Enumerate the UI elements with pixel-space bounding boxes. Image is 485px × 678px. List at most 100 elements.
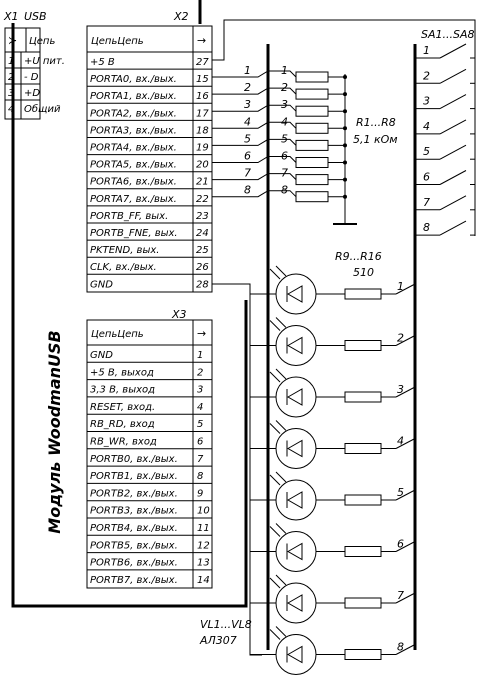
resistor-in bbox=[295, 122, 329, 134]
x2-pin-number: 23 bbox=[196, 211, 209, 222]
x2-pin-number: 24 bbox=[196, 228, 209, 239]
led-triangle bbox=[286, 336, 303, 355]
x1-pin-label: Общий bbox=[24, 103, 61, 115]
x2-pin-number: 18 bbox=[196, 125, 209, 136]
x3-pin-label: PORTB5, вх./вых. bbox=[90, 540, 178, 551]
led-body bbox=[275, 634, 317, 675]
port-a-line-number: 8 bbox=[244, 184, 251, 197]
junction-dot bbox=[343, 92, 347, 97]
x1-table bbox=[4, 27, 41, 120]
x3-pin-number: 1 bbox=[197, 350, 203, 361]
junction-dot bbox=[343, 194, 347, 199]
resistor-in-number: 7 bbox=[281, 167, 288, 180]
switch-number: 2 bbox=[423, 69, 430, 82]
junction-dot bbox=[343, 75, 347, 79]
led-number: 4 bbox=[397, 435, 404, 448]
led-arrow bbox=[269, 423, 281, 434]
x1-pin-label: +U пит. bbox=[24, 56, 65, 67]
x1-pin-number: 1 bbox=[8, 56, 14, 67]
vl-part: АЛ307 bbox=[199, 634, 237, 647]
switch-number: 7 bbox=[423, 196, 430, 209]
resistor-led bbox=[344, 597, 382, 609]
x2-pin-label: PORTA5, вх./вых. bbox=[90, 160, 177, 171]
led-triangle bbox=[286, 594, 303, 612]
x2-pin-label: PORTA2, вх./вых. bbox=[90, 108, 177, 119]
led-triangle bbox=[286, 542, 303, 561]
port-a-line-number: 5 bbox=[244, 132, 251, 145]
x2-pin-number: 25 bbox=[196, 245, 209, 256]
x2-pin-label: PORTA0, вх./вых. bbox=[90, 74, 177, 85]
resistor-in bbox=[295, 157, 329, 168]
led-triangle bbox=[286, 439, 303, 458]
x2-pin-label: PORTA6, вх./вых. bbox=[90, 177, 177, 188]
led-number: 5 bbox=[397, 486, 404, 499]
port-a-wire bbox=[212, 156, 297, 163]
x2-pin-label: PORTA7, вх./вых. bbox=[90, 194, 177, 205]
resistor-led bbox=[344, 391, 382, 403]
switch-blade bbox=[439, 195, 467, 211]
x2-pin-label: +5 В bbox=[90, 57, 115, 68]
led-arrow bbox=[269, 268, 281, 280]
x3-pin-label: RESET, вход. bbox=[90, 402, 155, 413]
led-body bbox=[275, 428, 317, 469]
led-number: 2 bbox=[397, 332, 404, 345]
switch-blade bbox=[439, 220, 467, 236]
led-body bbox=[275, 582, 317, 624]
x2-pin-number: 21 bbox=[196, 177, 209, 188]
switch-number: 3 bbox=[423, 95, 430, 108]
led-triangle bbox=[286, 285, 303, 303]
led-arrow bbox=[269, 371, 281, 383]
led-arrow bbox=[275, 626, 287, 637]
x2-pin-number: 19 bbox=[196, 143, 209, 154]
x2-pin-number: 15 bbox=[196, 74, 209, 85]
led-arrow bbox=[275, 574, 287, 586]
resistor-in bbox=[295, 105, 329, 117]
switch-number: 1 bbox=[423, 44, 430, 57]
x2-pin-number: 28 bbox=[196, 279, 209, 290]
resistor-led-kink bbox=[395, 592, 416, 604]
resistor-in bbox=[295, 88, 329, 100]
resistor-led bbox=[344, 494, 382, 506]
led-arrow bbox=[275, 523, 287, 534]
x3-pin-label: +5 В, выход bbox=[90, 367, 154, 378]
port-a-line-number: 6 bbox=[244, 150, 251, 163]
resistor-led bbox=[344, 340, 382, 351]
x3-pin-label: PORTB1, вх./вых. bbox=[90, 471, 178, 482]
led-arrow bbox=[269, 526, 281, 537]
resistor-in-number: 4 bbox=[281, 115, 288, 128]
r9-r16-value: 510 bbox=[353, 266, 374, 279]
x2-pin-label: PORTA3, вх./вых. bbox=[90, 125, 177, 136]
port-a-wire bbox=[212, 104, 297, 112]
x3-table bbox=[86, 319, 213, 589]
x3-pin-label: 3,3 В, выход bbox=[90, 385, 155, 396]
x2-table bbox=[86, 25, 213, 293]
resistor-led bbox=[344, 649, 382, 660]
plus5v-wire bbox=[212, 19, 476, 236]
x3-pin-number: 10 bbox=[197, 506, 210, 517]
led-arrow bbox=[275, 471, 287, 483]
resistor-led-kink bbox=[395, 386, 416, 398]
port-a-wire bbox=[212, 87, 297, 95]
led-body bbox=[275, 325, 317, 366]
port-a-line-number: 4 bbox=[244, 115, 251, 128]
led-number: 6 bbox=[397, 538, 404, 551]
led-number: 7 bbox=[397, 589, 404, 602]
led-triangle bbox=[286, 645, 303, 664]
resistor-in-number: 1 bbox=[281, 64, 288, 77]
resistor-led-kink bbox=[395, 489, 416, 501]
x3-pin-label: RB_WR, вход bbox=[90, 437, 157, 448]
resistor-led bbox=[344, 546, 382, 557]
switch-blade bbox=[439, 94, 467, 110]
led-body bbox=[275, 273, 317, 315]
r9-r16-ref: R9...R16 bbox=[335, 250, 382, 263]
x2-pin-label: GND bbox=[90, 279, 113, 290]
led-number: 8 bbox=[397, 641, 404, 654]
x3-pin-number: 9 bbox=[197, 488, 203, 499]
resistor-led-kink bbox=[395, 541, 416, 552]
resistor-led bbox=[344, 443, 382, 454]
led-number: 3 bbox=[397, 383, 404, 396]
x2-pin-number: 22 bbox=[196, 194, 209, 205]
resistor-led-kink bbox=[395, 283, 416, 295]
x3-ref: X3 bbox=[171, 308, 187, 321]
